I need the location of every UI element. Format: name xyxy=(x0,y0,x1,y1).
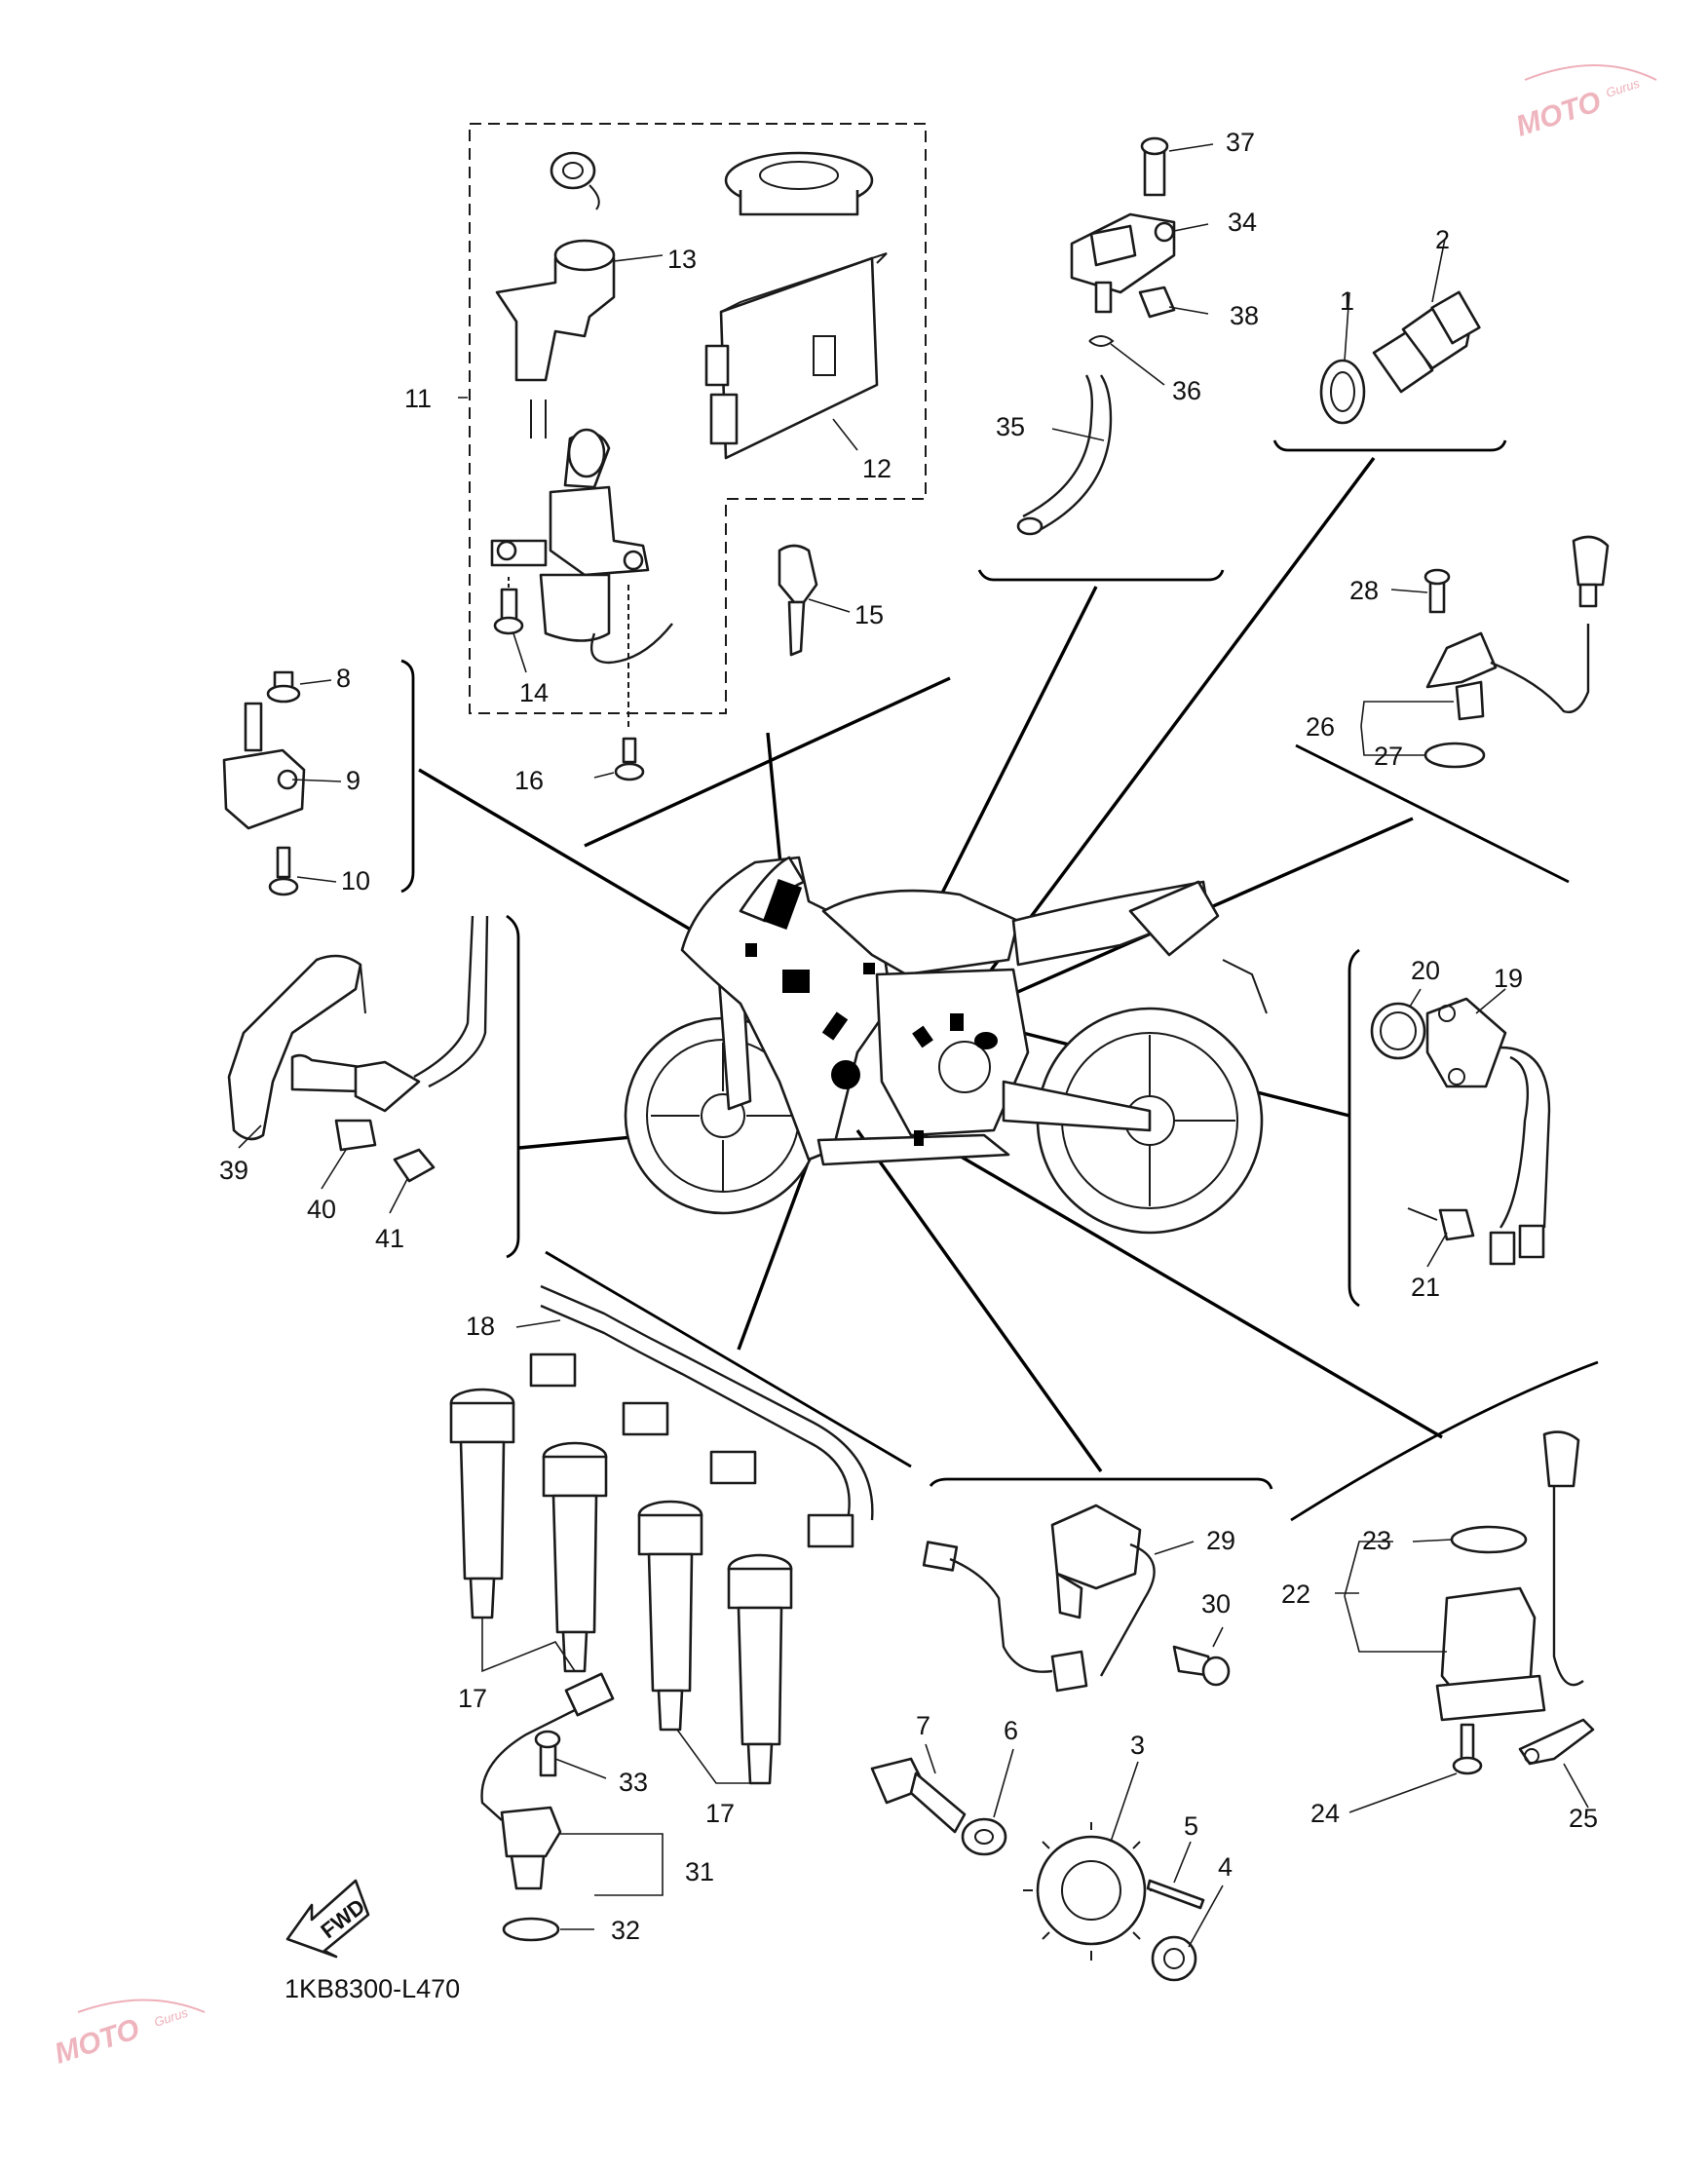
callout-30: 30 xyxy=(1201,1589,1231,1619)
watermark-text: MOTO xyxy=(51,2013,143,2071)
oil-level-switch-group xyxy=(1435,1430,1595,1775)
callout-23: 23 xyxy=(1362,1526,1391,1555)
key-set-group xyxy=(490,151,888,781)
callout-7: 7 xyxy=(916,1711,930,1740)
callout-31: 31 xyxy=(685,1857,714,1886)
callout-6: 6 xyxy=(1004,1716,1018,1745)
diagram-code: 1KB8300-L470 xyxy=(285,1974,460,2003)
callout-36: 36 xyxy=(1172,376,1201,405)
watermark-subtext: Gurus xyxy=(152,2004,190,2029)
motorcycle-silhouette xyxy=(624,856,1268,1235)
callout-20: 20 xyxy=(1411,956,1440,985)
callout-14: 14 xyxy=(519,678,549,707)
callout-11: 11 xyxy=(404,384,432,413)
callout-37: 37 xyxy=(1226,128,1255,157)
ignition-coil-group xyxy=(449,1284,874,1785)
callout-13: 13 xyxy=(667,245,697,274)
key-set-dashed-box xyxy=(469,123,927,714)
watermark-text: MOTO xyxy=(1512,86,1605,143)
callout-1: 1 xyxy=(1340,286,1354,316)
callout-28: 28 xyxy=(1349,576,1379,605)
callout-32: 32 xyxy=(611,1916,640,1945)
speed-sensor-group xyxy=(222,670,306,896)
callout-17-right: 17 xyxy=(705,1799,735,1828)
callout-25: 25 xyxy=(1569,1804,1598,1833)
callout-24: 24 xyxy=(1310,1799,1340,1828)
callout-26: 26 xyxy=(1306,712,1335,742)
callout-12: 12 xyxy=(862,454,892,483)
callout-labels: 37 34 38 36 35 1 2 8 9 10 11 13 12 14 15… xyxy=(219,128,1598,1945)
thermo-unit-group xyxy=(1319,290,1481,425)
callout-39: 39 xyxy=(219,1156,248,1185)
callout-19: 19 xyxy=(1494,964,1523,993)
callout-40: 40 xyxy=(307,1195,336,1224)
crank-sensor-group xyxy=(227,915,489,1183)
pickup-coil-group xyxy=(922,1504,1231,1693)
callout-27: 27 xyxy=(1374,742,1403,771)
cam-sensor-group xyxy=(1423,535,1610,769)
callout-16: 16 xyxy=(514,766,544,795)
callout-8: 8 xyxy=(336,664,351,693)
watermark-subtext: Gurus xyxy=(1604,75,1642,99)
callout-22: 22 xyxy=(1281,1580,1310,1609)
callout-33: 33 xyxy=(619,1768,648,1797)
speed-sensor-2-group xyxy=(480,1672,615,1942)
leader-lines xyxy=(238,143,1589,1948)
callout-21: 21 xyxy=(1411,1273,1440,1302)
fwd-arrow-icon: FWD xyxy=(285,1879,370,1959)
callout-3: 3 xyxy=(1130,1731,1145,1760)
callout-18: 18 xyxy=(466,1312,495,1341)
callout-17-left: 17 xyxy=(458,1684,487,1713)
group-brackets xyxy=(400,123,1599,1522)
watermark-logo-top: MOTO Gurus xyxy=(1512,64,1657,143)
callout-29: 29 xyxy=(1206,1526,1235,1555)
callout-9: 9 xyxy=(346,766,361,795)
callout-35: 35 xyxy=(996,412,1025,441)
callout-41: 41 xyxy=(375,1224,404,1253)
callout-10: 10 xyxy=(341,866,370,895)
callout-38: 38 xyxy=(1230,301,1259,330)
callout-2: 2 xyxy=(1435,225,1450,254)
callout-5: 5 xyxy=(1184,1811,1198,1841)
callout-34: 34 xyxy=(1228,208,1257,237)
callout-15: 15 xyxy=(854,600,884,629)
map-sensor-group xyxy=(1016,136,1176,536)
neutral-switch-group xyxy=(1370,997,1551,1266)
callout-4: 4 xyxy=(1218,1852,1233,1882)
watermark-logo-bottom: MOTO Gurus xyxy=(51,1999,206,2071)
pickup-rotor-group xyxy=(870,1757,1205,1982)
